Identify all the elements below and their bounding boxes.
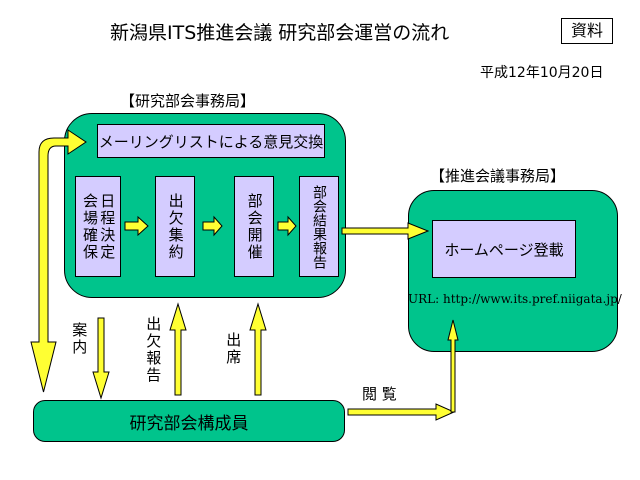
date-label: 平成12年10月20日 (480, 65, 604, 81)
etsuran-label: 閲 覧 (362, 385, 397, 403)
step-schedule-venue: 会場確保 日程決定 (75, 176, 121, 277)
step-arrow-2 (202, 215, 223, 237)
step-arrow-3 (277, 215, 297, 237)
step-meeting-text: 部会開催 (245, 192, 264, 261)
step-venue-text: 会場確保 (81, 192, 99, 261)
members-text: 研究部会構成員 (129, 413, 249, 434)
shusseki-arrow (249, 302, 267, 396)
page-title: 新潟県ITS推進会議 研究部会運営の流れ (110, 22, 450, 44)
loop-arrow (30, 129, 87, 393)
step-attendance-collect: 出欠集約 (155, 176, 195, 277)
shukketsu-houkoku-label: 出欠報告 (144, 316, 163, 384)
mailing-list-text: メーリングリストによる意見交換 (98, 132, 324, 151)
step-meeting: 部会開催 (234, 176, 274, 277)
url-text: URL: http://www.its.pref.niigata.jp/ (408, 292, 622, 306)
annai-label: 案内 (70, 322, 89, 356)
shusseki-label: 出席 (224, 332, 243, 366)
step-arrow-1 (124, 215, 149, 237)
members-box: 研究部会構成員 (33, 400, 345, 442)
annai-arrow (92, 317, 110, 400)
promotion-office-label: 【推進会議事務局】 (430, 167, 566, 185)
browse-up-arrow (447, 319, 459, 413)
step-attendance-text: 出欠集約 (166, 192, 185, 261)
document-badge: 資料 (561, 18, 613, 44)
research-office-label: 【研究部会事務局】 (120, 92, 256, 110)
step-result-report: 部会結果報告 (299, 176, 339, 277)
shukketsu-arrow (169, 302, 187, 396)
step-result-text: 部会結果報告 (311, 184, 328, 269)
homepage-box: ホームページ登載 (432, 220, 576, 278)
mailing-list-box: メーリングリストによる意見交換 (97, 124, 325, 158)
report-arrow (341, 222, 430, 240)
browse-arrow (347, 403, 456, 421)
homepage-text: ホームページ登載 (444, 240, 564, 259)
step-schedule-text: 日程決定 (98, 192, 117, 261)
